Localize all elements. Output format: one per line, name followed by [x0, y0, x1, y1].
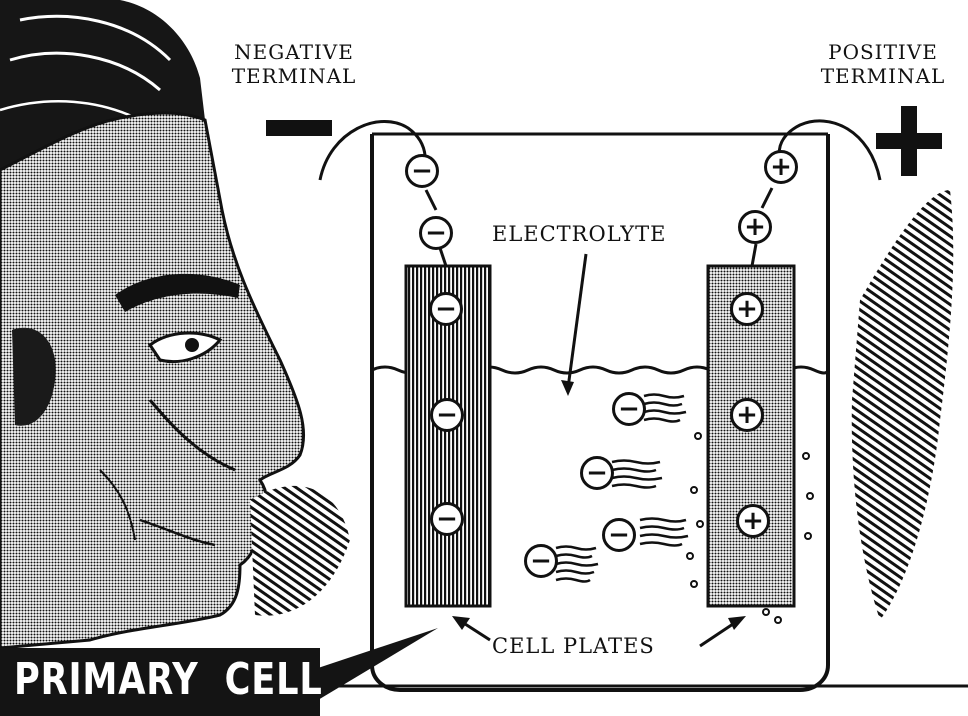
positive-terminal-label-line2: TERMINAL — [800, 64, 966, 88]
positive-charge: + — [736, 504, 770, 538]
negative-terminal-label: NEGATIVE TERMINAL — [214, 40, 374, 88]
positive-terminal-label: POSITIVE TERMINAL — [800, 40, 966, 88]
positive-charge: + — [738, 210, 772, 244]
right-shadow — [852, 190, 954, 620]
electrolyte-label: ELECTROLYTE — [492, 222, 667, 246]
positive-charge: + — [764, 150, 798, 184]
negative-charge: − — [405, 154, 439, 188]
negative-ion: − — [580, 456, 614, 490]
negative-charge: − — [430, 398, 464, 432]
negative-charge: − — [429, 292, 463, 326]
man-illustration — [0, 0, 350, 648]
diagram-caption: PRIMARY CELL — [14, 654, 323, 705]
negative-terminal-bar — [266, 120, 332, 136]
positive-charge: + — [730, 398, 764, 432]
cell-plates-label: CELL PLATES — [492, 634, 655, 658]
negative-terminal-label-line1: NEGATIVE — [214, 40, 374, 64]
negative-charge: − — [430, 502, 464, 536]
positive-charge: + — [730, 292, 764, 326]
negative-terminal-label-line2: TERMINAL — [214, 64, 374, 88]
negative-ion: − — [524, 544, 558, 578]
negative-ion: − — [602, 518, 636, 552]
positive-terminal-label-line1: POSITIVE — [800, 40, 966, 64]
negative-ion: − — [612, 392, 646, 426]
negative-charge: − — [419, 216, 453, 250]
positive-terminal-plus — [876, 106, 942, 176]
